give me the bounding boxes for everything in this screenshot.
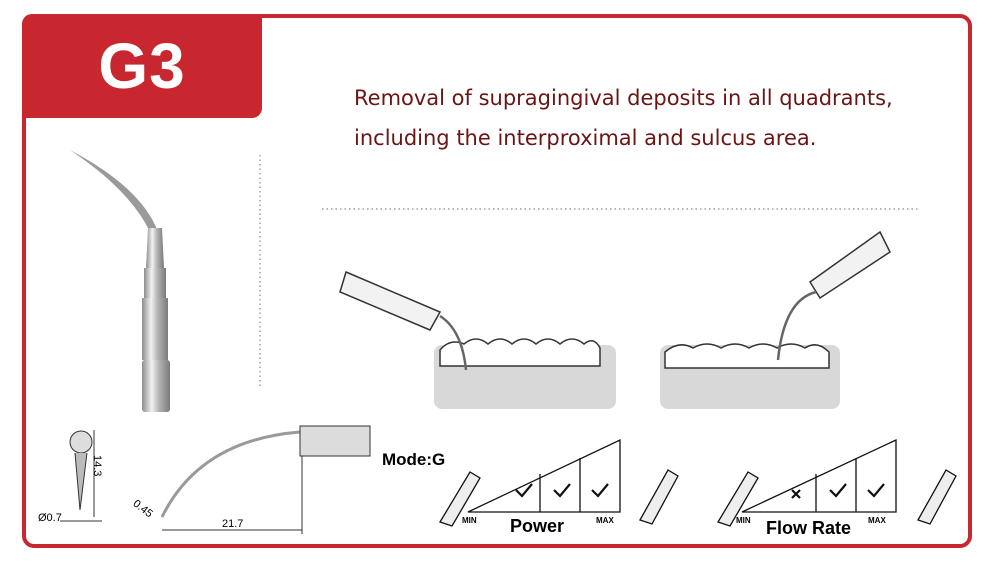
flow-level-2-check-icon [829,483,847,498]
mode-label: Mode:G [382,450,446,469]
dimension-sketch-front [60,430,102,522]
scaler-tip-image [70,150,170,412]
dental-illustration-left [339,270,616,409]
dimension-sketch-side [160,425,371,534]
model-badge: G3 [22,14,262,118]
flow-level-1-cross-icon [791,489,801,499]
dental-illustration-right [660,230,891,409]
handpiece-max-flow-icon [917,469,957,525]
model-name: G3 [98,30,186,102]
power-wedge [467,438,621,513]
description-line-2: including the interproximal and sulcus a… [354,126,817,150]
dim-diameter: Ø0.7 [38,512,62,524]
flow-label: Flow Rate [766,518,852,538]
power-level-2-check-icon [553,483,571,498]
handpiece-min-power-icon [439,471,481,527]
flow-wedge [741,438,897,513]
power-min-label: MIN [462,516,477,525]
flow-min-label: MIN [736,516,751,525]
handpiece-max-power-icon [639,469,679,525]
dim-length: 14.3 [91,455,103,477]
power-max-label: MAX [596,516,614,525]
power-level-3-check-icon [591,483,609,498]
flow-level-3-check-icon [867,483,885,498]
dim-width: 21.7 [222,518,244,530]
flow-max-label: MAX [868,516,886,525]
description-line-1: Removal of supragingival deposits in all… [354,86,893,110]
power-label: Power [510,516,565,536]
handpiece-min-flow-icon [717,471,759,527]
power-level-1-check-icon [515,483,533,498]
